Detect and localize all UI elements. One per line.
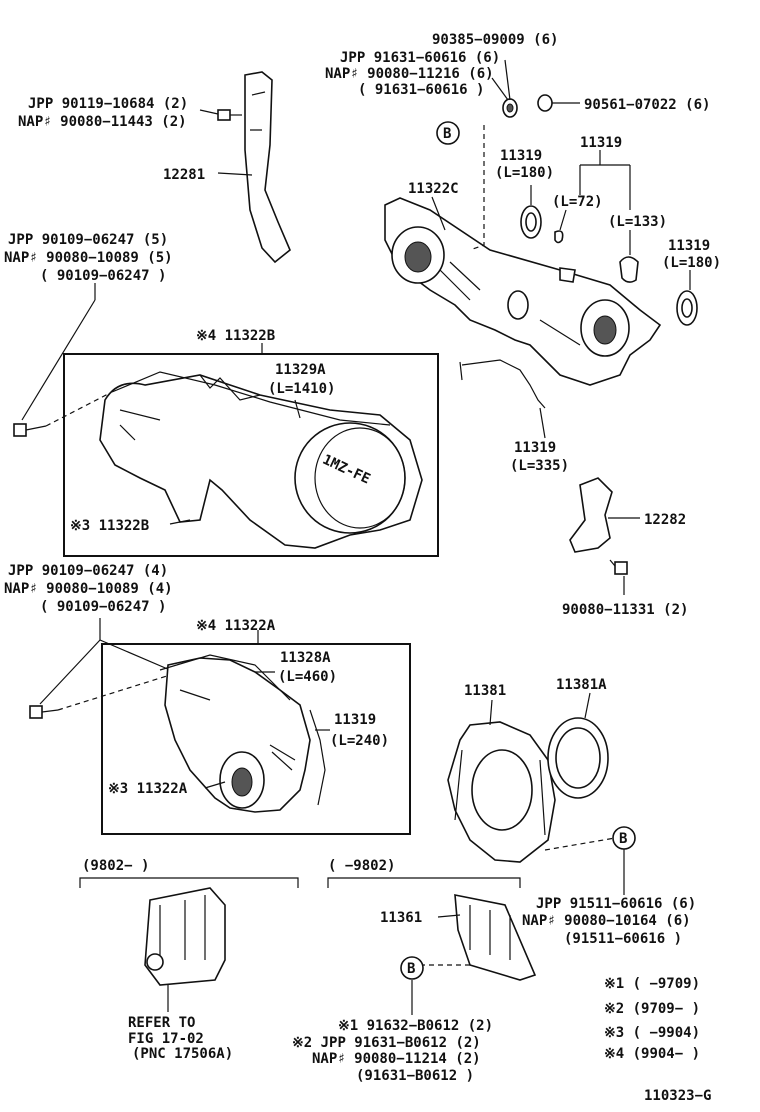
label-90109a-nap: NAP♯ 90080−10089 (5) [4, 250, 173, 266]
seal-11319-133 [619, 256, 639, 283]
label-b-top: B [443, 126, 451, 142]
engine-under-cover-left [144, 887, 226, 986]
label-90109a-alt: ( 90109−06247 ) [40, 268, 166, 284]
label-11322a-top: ※4 11322A [196, 618, 276, 634]
refer-line-2: FIG 17-02 [128, 1031, 204, 1047]
refer-line-1: REFER TO [128, 1015, 195, 1031]
seal-11319-72 [554, 230, 564, 244]
bracket-12282 [569, 477, 613, 553]
label-11322b-top: ※4 11322B [196, 328, 275, 344]
label-11319-e-len: (L=240) [330, 733, 389, 749]
label-90385-jpp: JPP 91631−60616 (6) [340, 50, 500, 66]
box-11322b [63, 353, 439, 557]
label-11329a: 11329A [275, 362, 326, 378]
bracket-12281 [244, 71, 291, 264]
callout-b-bot [400, 956, 424, 980]
label-90119-jpp: JPP 90119−10684 (2) [28, 96, 188, 112]
seal-11319-180-b [676, 290, 698, 326]
note-2: ※2 (9709− ) [604, 1001, 700, 1017]
label-b-bot: B [407, 961, 415, 977]
label-n2-alt: (91631−B0612 ) [356, 1068, 474, 1084]
label-11322c: 11322C [408, 181, 459, 197]
label-11322a-bot: ※3 11322A [108, 781, 188, 797]
bracket-range-left [79, 877, 299, 888]
note-4: ※4 (9904− ) [604, 1046, 700, 1062]
seal-strip-11319-240 [309, 709, 326, 806]
oil-seal-retainer-11381 [447, 721, 556, 863]
figure-number: 110323−G [644, 1088, 711, 1104]
label-90385: 90385−09009 (6) [432, 32, 558, 48]
rear-timing-cover-11322c [384, 197, 662, 386]
bolt-90109-lower [29, 705, 59, 719]
label-11319-a: 11319 [500, 148, 542, 164]
box-11322a [101, 643, 411, 835]
bolt-90119 [217, 109, 242, 121]
note-1: ※1 ( −9709) [604, 976, 700, 992]
front-timing-cover-11322b [99, 374, 423, 549]
seal-strip-11328a [159, 654, 291, 701]
bolt-90109-upper [13, 423, 47, 437]
front-timing-cover-11322a [164, 657, 311, 813]
label-11328a-len: (L=460) [278, 669, 337, 685]
label-90119-nap: NAP♯ 90080−11443 (2) [18, 114, 187, 130]
label-l133: (L=133) [608, 214, 667, 230]
label-11381a: 11381A [556, 677, 607, 693]
label-11319-c: 11319 [668, 238, 710, 254]
label-11319-e: 11319 [334, 712, 376, 728]
label-12282: 12282 [644, 512, 686, 528]
bracket-range-right [327, 877, 521, 888]
label-12281: 12281 [163, 167, 205, 183]
note-3: ※3 ( −9904) [604, 1025, 700, 1041]
label-90109b-jpp: JPP 90109−06247 (4) [8, 563, 168, 579]
seal-strip-11329a [111, 371, 391, 426]
label-l72: (L=72) [552, 194, 603, 210]
label-91511-nap: NAP♯ 90080−10164 (6) [522, 913, 691, 929]
bolt-90385 [502, 98, 518, 118]
label-11319-d-len: (L=335) [510, 458, 569, 474]
gasket-90561 [537, 94, 553, 112]
label-11381: 11381 [464, 683, 506, 699]
label-11322b-bot: ※3 11322B [70, 518, 149, 534]
label-90385-alt: ( 91631−60616 ) [358, 82, 484, 98]
cover-11361 [454, 894, 537, 981]
label-90080-11331: 90080−11331 (2) [562, 602, 688, 618]
seal-strip-11319-335 [459, 359, 546, 409]
label-11319-b: 11319 [580, 135, 622, 151]
label-90109b-alt: ( 90109−06247 ) [40, 599, 166, 615]
label-91511-alt: (91511−60616 ) [564, 931, 682, 947]
seal-11319-180-a [520, 205, 542, 239]
label-11329a-len: (L=1410) [268, 381, 335, 397]
label-range-left: (9802− ) [82, 858, 149, 874]
label-11319-c-len: (L=180) [662, 255, 721, 271]
label-b-mid: B [619, 831, 627, 847]
label-91511-jpp: JPP 91511−60616 (6) [536, 896, 696, 912]
label-11319-a-len: (L=180) [495, 165, 554, 181]
label-n1: ※1 91632−B0612 (2) [338, 1018, 493, 1034]
callout-b-top [436, 121, 460, 145]
label-n2-nap: NAP♯ 90080−11214 (2) [312, 1051, 481, 1067]
bolt-90080-11331 [609, 559, 628, 575]
label-11328a: 11328A [280, 650, 331, 666]
label-n2-jpp: ※2 JPP 91631−B0612 (2) [292, 1035, 481, 1051]
label-90109b-nap: NAP♯ 90080−10089 (4) [4, 581, 173, 597]
label-90561: 90561−07022 (6) [584, 97, 710, 113]
label-11319-d: 11319 [514, 440, 556, 456]
label-11361: 11361 [380, 910, 422, 926]
oil-seal-11381a [547, 717, 609, 799]
label-90109a-jpp: JPP 90109−06247 (5) [8, 232, 168, 248]
label-90385-nap: NAP♯ 90080−11216 (6) [325, 66, 494, 82]
refer-line-3: (PNC 17506A) [132, 1046, 233, 1062]
label-range-right: ( −9802) [328, 858, 395, 874]
